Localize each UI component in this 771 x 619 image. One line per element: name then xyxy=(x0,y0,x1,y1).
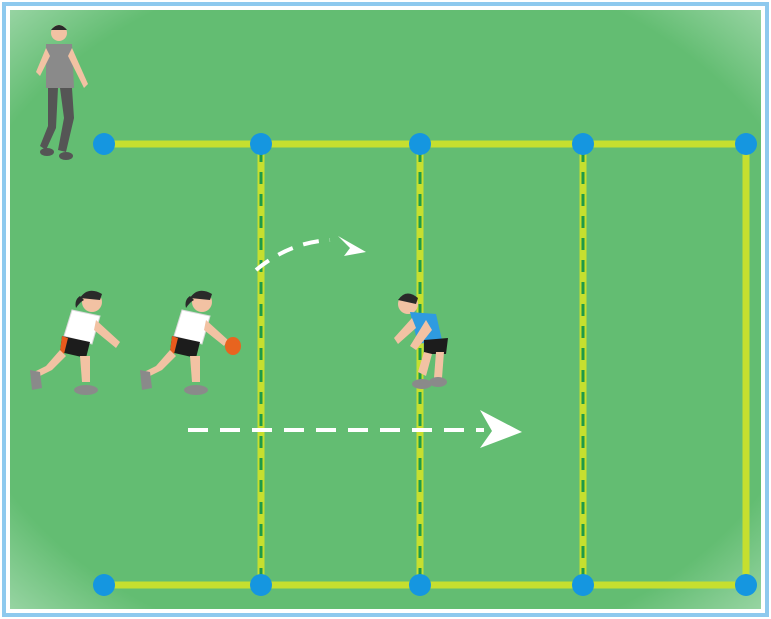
post-top-2 xyxy=(250,133,272,155)
playing-field xyxy=(10,10,761,609)
post-bottom-4 xyxy=(572,574,594,596)
post-top-1 xyxy=(93,133,115,155)
post-bottom-5 xyxy=(735,574,757,596)
post-top-5 xyxy=(735,133,757,155)
post-bottom-1 xyxy=(93,574,115,596)
post-bottom-2 xyxy=(250,574,272,596)
ball-icon xyxy=(225,337,241,355)
post-top-4 xyxy=(572,133,594,155)
post-bottom-3 xyxy=(409,574,431,596)
post-top-3 xyxy=(409,133,431,155)
